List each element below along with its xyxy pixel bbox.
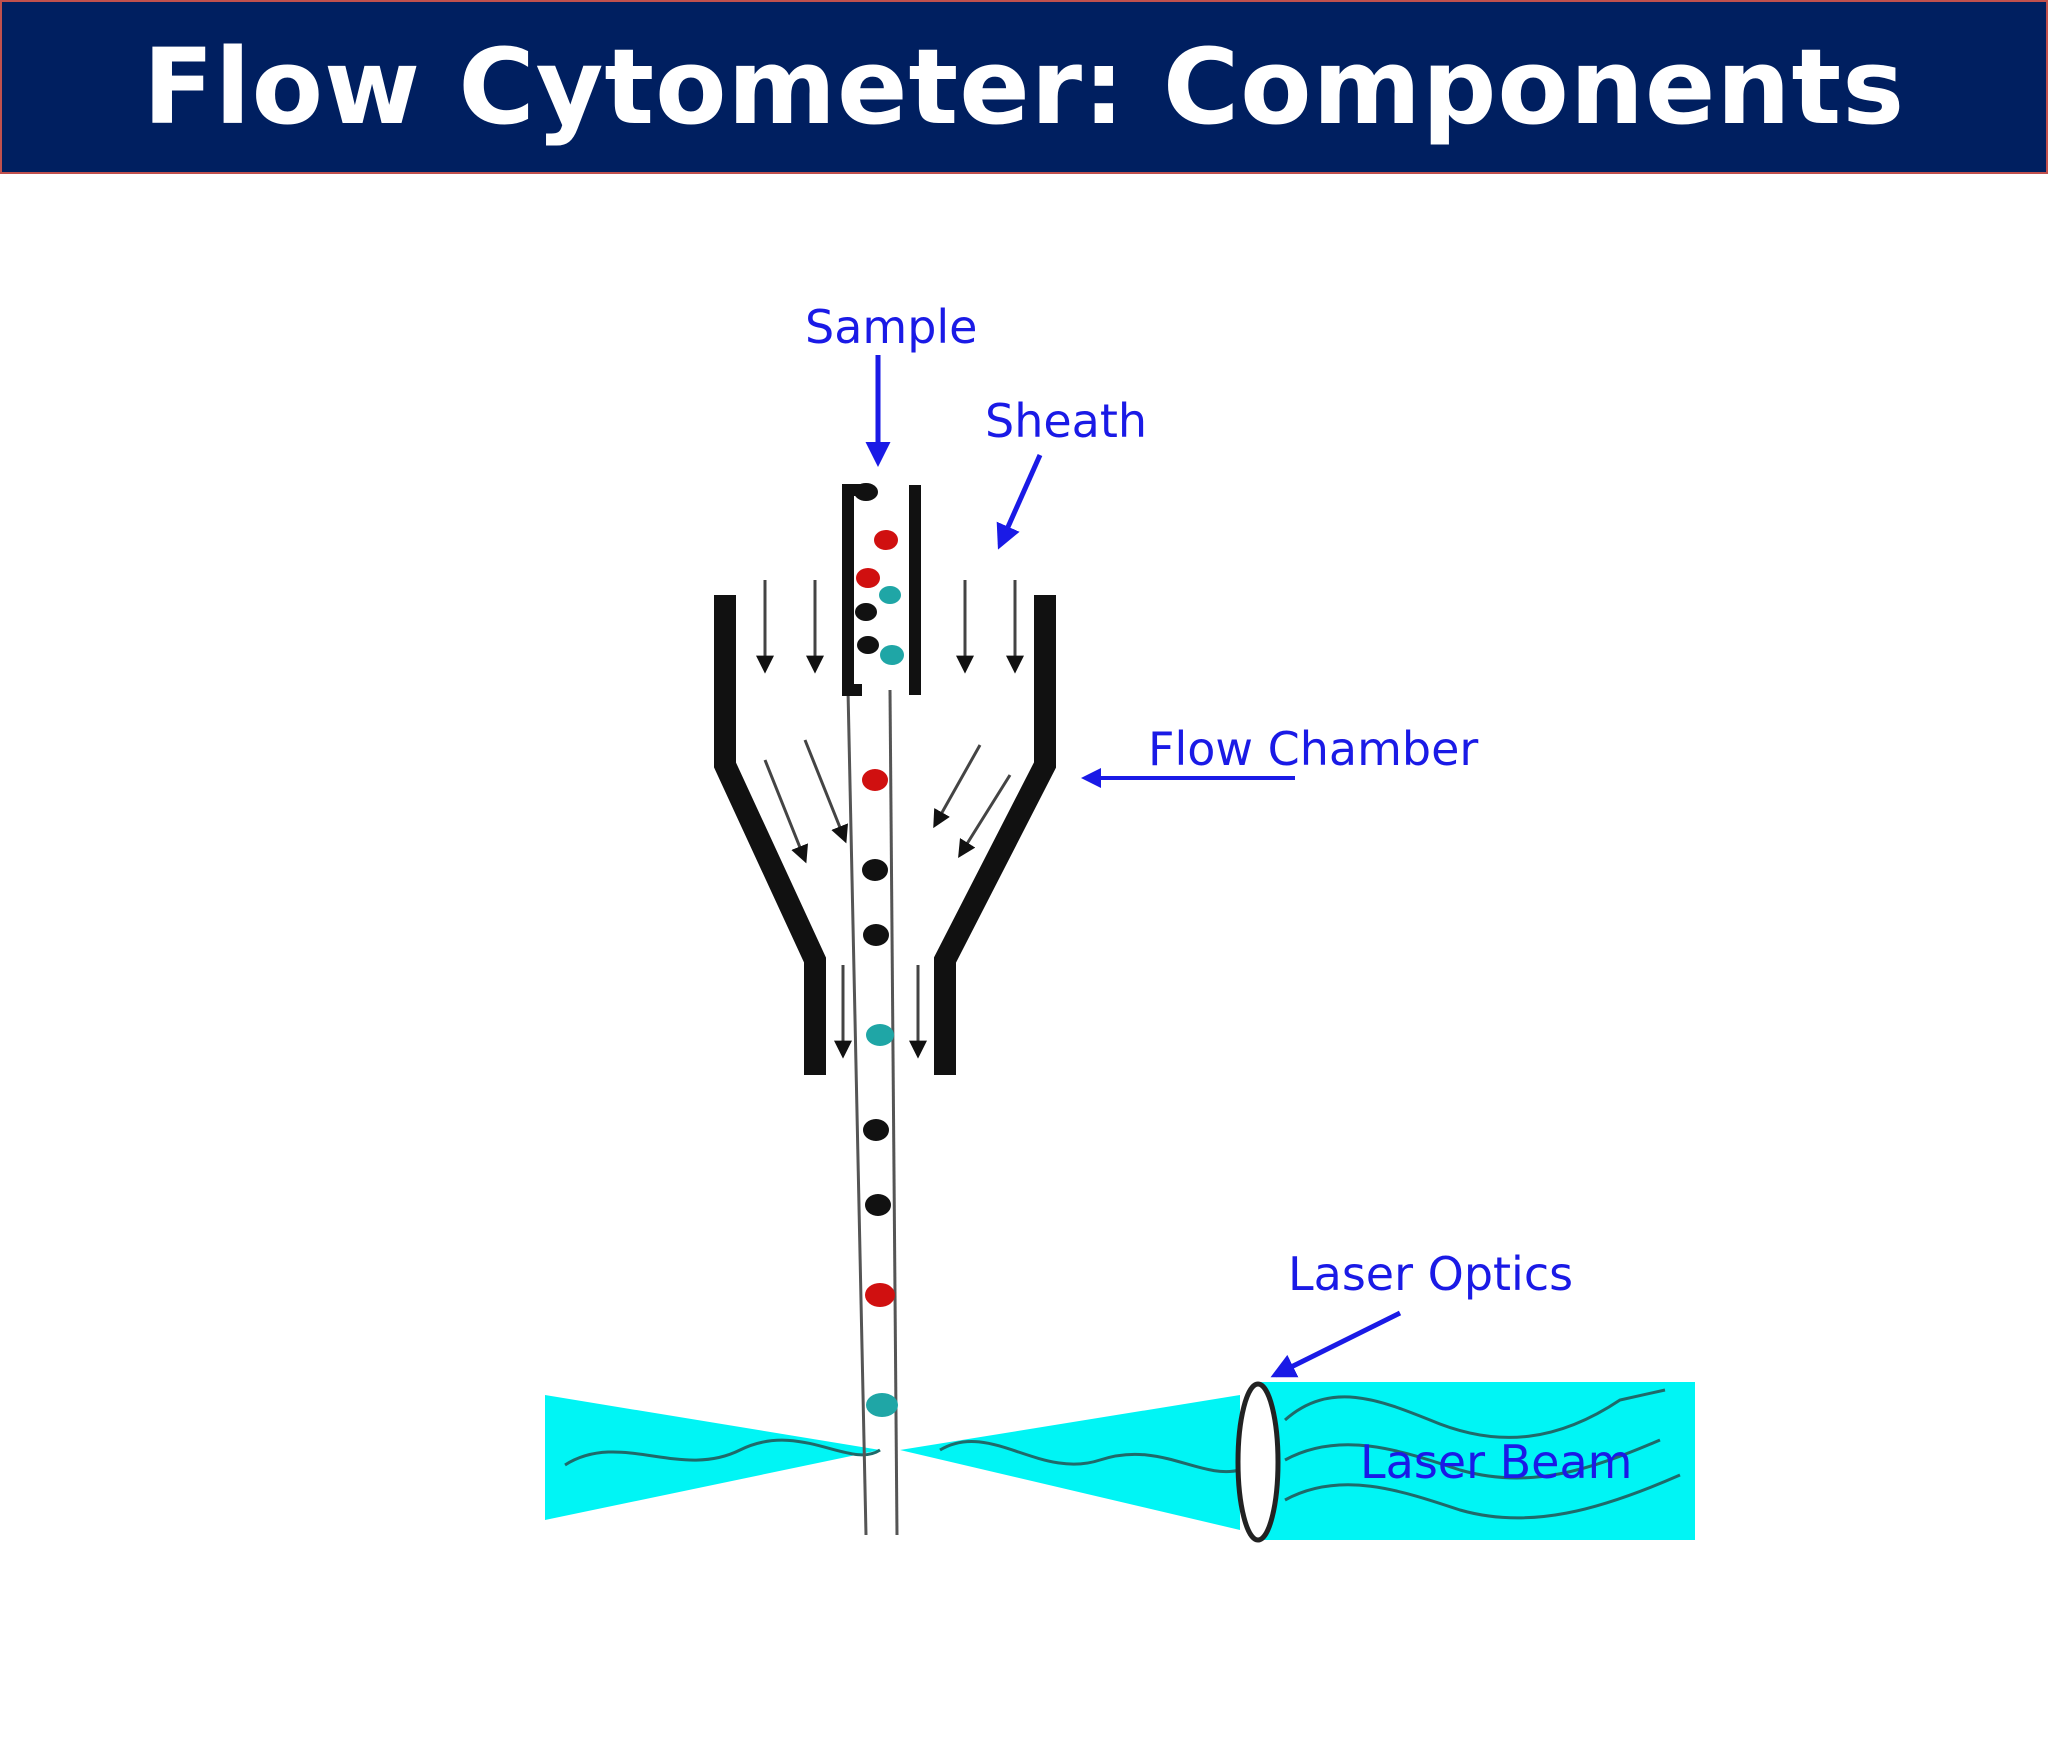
cell-dot [854, 483, 878, 501]
label-sheath: Sheath [985, 394, 1147, 448]
cell-dot [866, 1024, 894, 1046]
cell-dot [863, 1119, 889, 1141]
cell-dot [862, 769, 888, 791]
label-laser-optics: Laser Optics [1288, 1247, 1573, 1301]
label-laser-beam: Laser Beam [1360, 1435, 1632, 1489]
title-bar: Flow Cytometer: Components [0, 0, 2048, 174]
sample-stream [846, 689, 899, 1536]
cell-dot [857, 636, 879, 654]
laser-optics-arrow [1270, 1310, 1402, 1378]
cell-dot [855, 603, 877, 621]
sheath-arrow [996, 453, 1043, 550]
cell-dot [863, 924, 889, 946]
cell-dot [862, 859, 888, 881]
cell-dot [879, 586, 901, 604]
laser-beam [545, 1382, 1695, 1540]
cell-dot [880, 645, 904, 665]
cells [854, 483, 904, 1417]
label-sample: Sample [805, 300, 977, 354]
label-flow-chamber: Flow Chamber [1148, 722, 1478, 776]
cell-dot [866, 1393, 898, 1417]
cell-dot [874, 530, 898, 550]
cell-dot [865, 1283, 895, 1307]
sheath-flow-arrows [756, 580, 1024, 1059]
page-title: Flow Cytometer: Components [142, 26, 1906, 148]
cell-dot [856, 568, 880, 588]
cell-dot [865, 1194, 891, 1216]
lens-icon [1235, 1381, 1281, 1543]
